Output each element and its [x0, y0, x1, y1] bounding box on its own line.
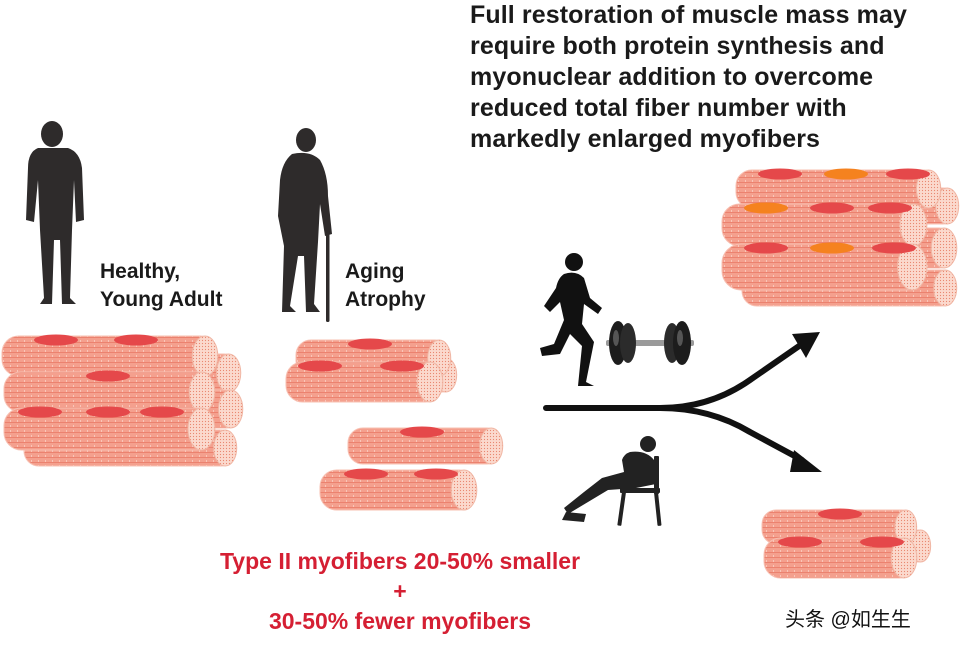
muscle-fiber [735, 168, 942, 209]
muscle-fiber [721, 202, 928, 247]
myonucleus [140, 406, 184, 418]
headline-line: Full restoration of muscle mass may [470, 1, 907, 29]
label-line: Atrophy [345, 288, 426, 311]
myonucleus [744, 202, 788, 214]
myonucleus [298, 360, 342, 372]
muscle-fiber [761, 508, 918, 545]
myonucleus [810, 242, 854, 254]
muscle-fiber [3, 370, 216, 413]
myonucleus [34, 334, 78, 346]
myonucleus [886, 168, 930, 180]
note-line: 30-50% fewer myofibers [268, 608, 532, 634]
myonucleus [86, 370, 130, 382]
myonucleus [380, 360, 424, 372]
aging-atrophy-label: Aging Atrophy [345, 258, 426, 314]
headline-line: require both protein synthesis and [470, 32, 885, 60]
myonucleus [810, 202, 854, 214]
myonucleus [868, 202, 912, 214]
myonucleus [344, 468, 388, 480]
elderly-man-with-cane-icon [278, 128, 332, 322]
dumbbell-icon [606, 321, 694, 365]
headline-line: myonuclear addition to overcome [470, 63, 874, 91]
myonucleus [348, 338, 392, 350]
label-line: Aging [345, 260, 405, 283]
myonucleus [860, 536, 904, 548]
myonucleus [18, 406, 62, 418]
healthy-young-adult-label: Healthy, Young Adult [100, 258, 222, 314]
branching-arrow-icon [543, 332, 822, 472]
runner-icon [540, 253, 602, 386]
label-line: Healthy, [100, 260, 181, 283]
muscle-fiber [285, 360, 444, 403]
muscle-fiber [763, 536, 918, 579]
myonucleus [824, 168, 868, 180]
headline: Full restoration of muscle mass may requ… [470, 0, 950, 155]
muscle-fiber [347, 426, 504, 465]
myonucleus [114, 334, 158, 346]
myonucleus [86, 406, 130, 418]
standing-man-icon [26, 121, 84, 304]
sitting-person-icon [562, 436, 662, 526]
note-line: + [393, 578, 407, 604]
muscle-fiber [319, 468, 478, 511]
myonucleus [744, 242, 788, 254]
myonucleus [818, 508, 862, 520]
watermark: 头条 @如生生 [785, 609, 911, 631]
headline-line: markedly enlarged myofibers [470, 125, 821, 153]
muscle-fiber [3, 406, 216, 451]
headline-line: reduced total fiber number with [470, 94, 847, 122]
muscle-fiber [721, 242, 928, 291]
myonucleus [414, 468, 458, 480]
myonucleus [758, 168, 802, 180]
note-line: Type II myofibers 20-50% smaller [219, 548, 581, 574]
myonucleus [872, 242, 916, 254]
myonucleus [778, 536, 822, 548]
label-line: Young Adult [100, 288, 223, 311]
atrophy-notes: Type II myofibers 20-50% smaller + 30-50… [130, 546, 670, 636]
muscle-fiber [1, 334, 219, 377]
myonucleus [400, 426, 444, 438]
